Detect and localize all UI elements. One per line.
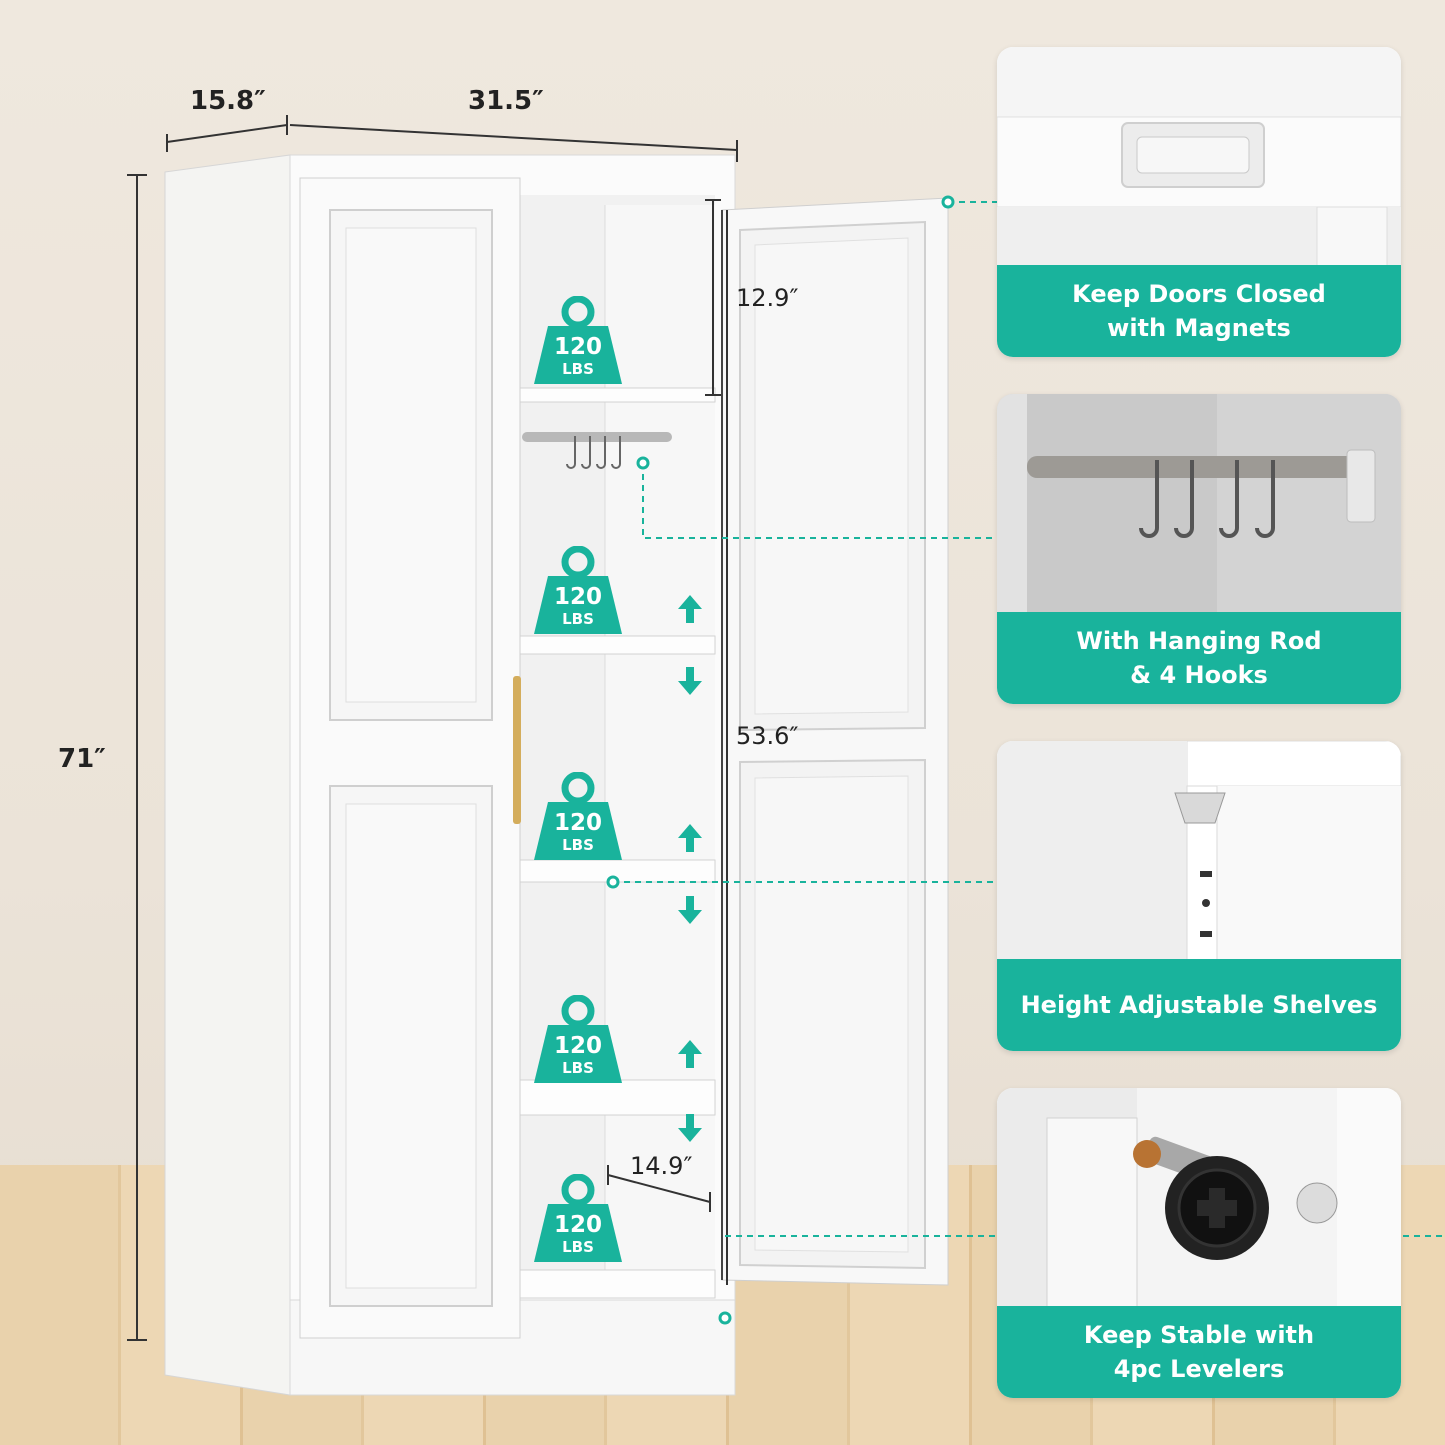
feature-card-levelers: Keep Stable with 4pc Levelers [997,1088,1401,1398]
kettlebell-icon [534,545,622,634]
callout-connectors [613,201,1445,1237]
feature-card-magnets: Keep Doors Closed with Magnets [997,47,1401,357]
kettlebell-icon [534,295,622,384]
shelf-bracket-photo [997,741,1401,961]
leveler-photo [997,1088,1401,1308]
feature-label: With Hanging Rod & 4 Hooks [1076,627,1322,689]
callout-dot [718,1311,732,1325]
feature-label: Height Adjustable Shelves [1020,991,1378,1019]
kettlebell-icon [534,771,622,860]
gold-handle [513,676,521,824]
depth-label: 15.8″ [190,86,266,116]
adjust-arrows [678,595,702,1142]
feature-label: Keep Stable with 4pc Levelers [1083,1321,1315,1383]
height-label: 71″ [58,744,106,774]
left-door [299,177,521,1339]
magnet-catch-photo [997,47,1401,267]
callout-dot [941,195,955,209]
inner-depth-label: 14.9″ [630,1152,693,1180]
feature-card-hanging-rod: With Hanging Rod & 4 Hooks [997,394,1401,704]
callout-dot [606,875,620,889]
hanging-rod-photo [997,394,1401,614]
door-height-label: 53.6″ [736,722,799,750]
width-label: 31.5″ [468,86,544,116]
feature-card-adjustable-shelves: Height Adjustable Shelves [997,741,1401,1051]
kettlebell-icon [534,1173,622,1262]
feature-label: Keep Doors Closed with Magnets [1072,280,1326,342]
top-compartment-label: 12.9″ [736,284,799,312]
callout-dot [636,456,650,470]
dimension-lines [127,115,738,1341]
right-door [721,197,949,1286]
kettlebell-icon [534,994,622,1083]
